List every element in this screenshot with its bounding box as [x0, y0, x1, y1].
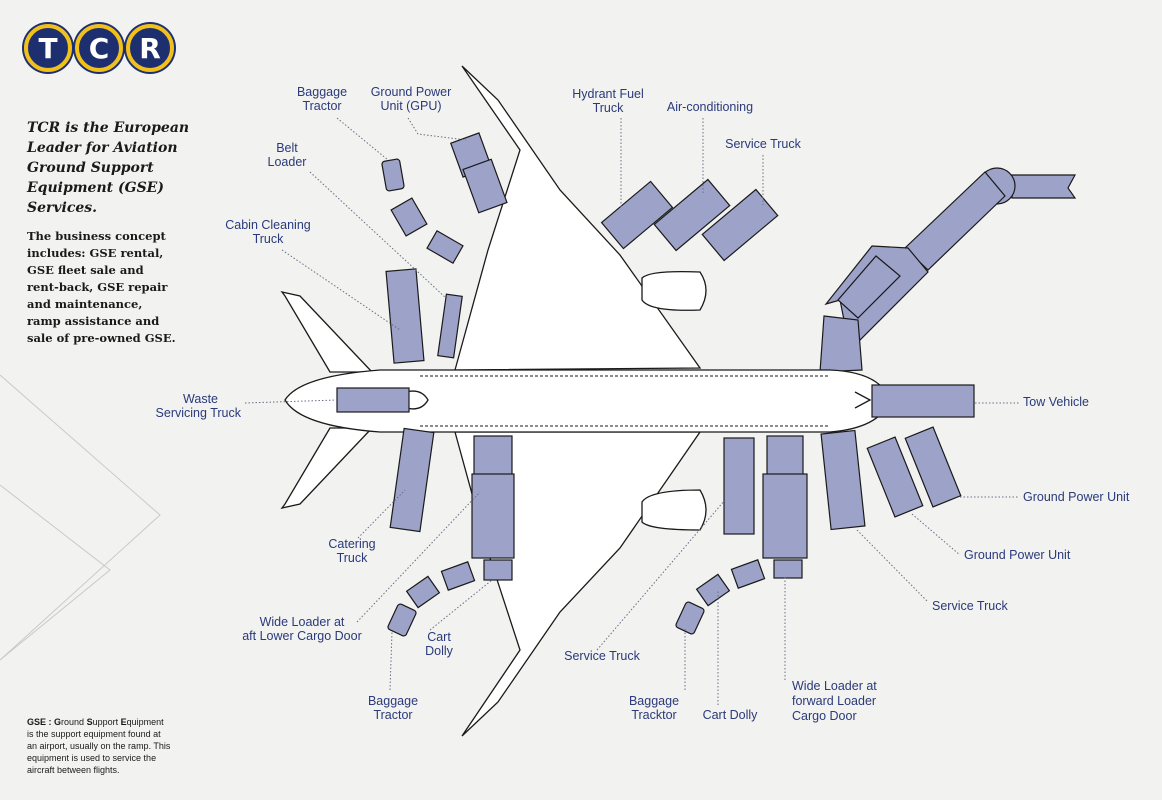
label-cart-dolly-right: Cart Dolly: [703, 708, 759, 722]
wide-loader-aft-head: [473, 435, 513, 477]
leader-lines: [244, 117, 1019, 705]
label-ground-power-unit-2: Ground Power Unit: [964, 548, 1071, 562]
ground-power-unit-2: [904, 426, 962, 508]
cart-top-2: [426, 230, 464, 264]
belt-loader: [437, 293, 463, 359]
logo-letter-c: C: [75, 24, 123, 72]
label-service-truck-bottom: Service Truck: [564, 649, 640, 663]
cart-top-1: [390, 197, 428, 237]
label-service-truck-top: Service Truck: [725, 137, 801, 151]
footnote-upport: upport: [92, 717, 121, 727]
baggage-tracktor: [675, 601, 705, 635]
wide-loader-forward: [762, 473, 808, 559]
footnote-round: round: [61, 717, 87, 727]
catering-truck: [389, 427, 435, 533]
background-decoration: [0, 374, 161, 661]
label-tow-vehicle: Tow Vehicle: [1023, 395, 1089, 409]
air-conditioning-unit: [653, 178, 731, 252]
footnote-abbr: GSE :: [27, 717, 55, 727]
waste-servicing-truck: [336, 387, 410, 413]
footnote-g: G: [54, 717, 62, 727]
wide-loader-aft: [471, 473, 515, 559]
intro-body: The business concept includes: GSE renta…: [27, 229, 176, 345]
label-air-conditioning: Air-conditioning: [667, 100, 753, 114]
footnote-text: is the support equipment found at an air…: [27, 729, 171, 775]
footnote-e: E: [120, 717, 127, 727]
label-service-truck-right: Service Truck: [932, 599, 1008, 613]
footnote-quipment: quipment: [126, 717, 164, 727]
service-truck-right: [820, 429, 866, 531]
wide-loader-forward-head: [766, 435, 804, 477]
tow-vehicle: [871, 384, 975, 418]
hydrant-fuel-truck: [600, 180, 674, 250]
intro-title: TCR is the European Leader for Aviation …: [27, 120, 190, 216]
logo-letter-r: R: [126, 24, 174, 72]
gse-footnote: GSE : Ground Support Equipment is the su…: [27, 716, 172, 776]
footnote-s: S: [86, 717, 93, 727]
forward-dolly-1: [773, 559, 803, 579]
cabin-cleaning-truck: [385, 268, 425, 364]
service-truck-bottom: [723, 437, 755, 535]
label-ground-power-unit-1: Ground Power Unit: [1023, 490, 1130, 504]
jet-bridge: [819, 167, 1077, 373]
gpu-top-body: [462, 158, 508, 214]
aft-dolly-3: [405, 575, 441, 609]
baggage-tractor-top: [381, 158, 405, 192]
tcr-logo: T C R: [24, 24, 177, 72]
aircraft: [280, 65, 891, 737]
forward-dolly-3: [695, 573, 731, 607]
forward-dolly-2: [730, 559, 766, 589]
aft-dolly-1: [483, 559, 513, 581]
ground-power-unit-1: [866, 436, 924, 518]
vehicles: [336, 132, 975, 637]
aft-dolly-2: [440, 561, 476, 591]
service-truck-top: [701, 188, 779, 262]
logo-letter-t: T: [24, 24, 72, 72]
baggage-tractor-aft: [387, 603, 417, 637]
